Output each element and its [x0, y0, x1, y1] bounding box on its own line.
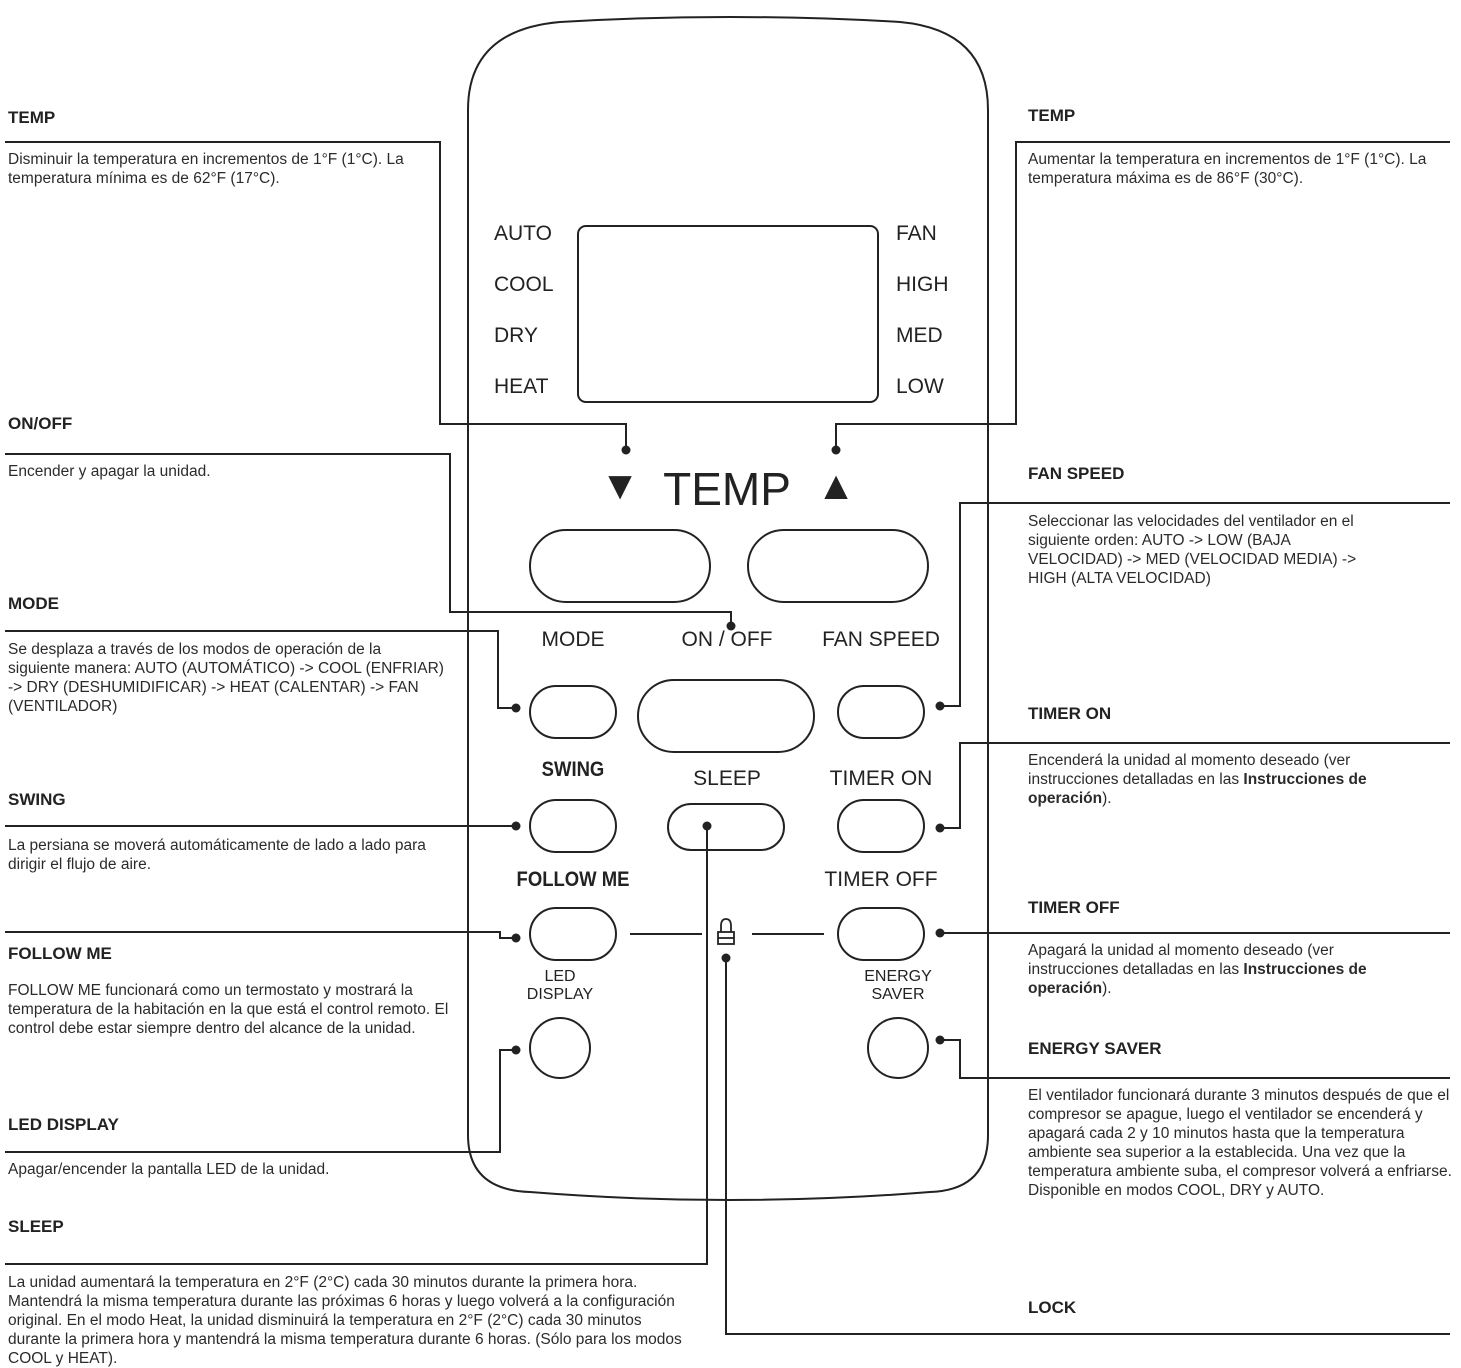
fan-list-high: HIGH	[896, 273, 949, 296]
annotation-fan-speed-title: FAN SPEED	[1028, 464, 1125, 483]
annotation-swing-desc: La persiana se moverá automáticamente de…	[8, 837, 426, 873]
energy-saver-label: ENERGY SAVER	[864, 968, 932, 1003]
mode-list-heat: HEAT	[494, 375, 549, 398]
annotation-lock-title: LOCK	[1028, 1298, 1077, 1317]
annotation-energy-saver-title: ENERGY SAVER	[1028, 1039, 1162, 1058]
annotation-timer-on-desc: Encenderá la unidad al momento deseado (…	[1028, 752, 1367, 807]
annotation-sleep-desc: La unidad aumentará la temperatura en 2°…	[8, 1274, 682, 1367]
led-display-button[interactable]	[530, 1018, 590, 1078]
leader-temp-down	[5, 141, 627, 446]
temp-up-button[interactable]	[748, 530, 928, 602]
sleep-label: SLEEP	[693, 767, 761, 790]
annotation-temp-down-title: TEMP	[8, 108, 56, 127]
mode-label: MODE	[541, 628, 605, 651]
annotation-onoff-desc: Encender y apagar la unidad.	[8, 463, 211, 480]
sleep-button[interactable]	[668, 804, 784, 850]
onoff-button-shape	[637, 679, 815, 753]
annotation-timer-off-desc: Apagará la unidad al momento deseado (ve…	[1028, 942, 1367, 997]
annotation-mode-title: MODE	[8, 594, 59, 613]
fan-speed-button-shape	[837, 685, 925, 739]
mode-list-dry: DRY	[494, 324, 538, 347]
leader-dots	[511, 445, 945, 1055]
timer-on-button[interactable]	[838, 800, 924, 852]
leader-led-display	[5, 1049, 516, 1153]
timer-on-button-shape	[837, 799, 925, 853]
led-display-label: LED DISPLAY	[526, 968, 594, 1003]
fan-list-med: MED	[896, 324, 943, 347]
annotation-temp-up-title: TEMP	[1028, 106, 1076, 125]
mode-button-shape	[529, 685, 617, 739]
leader-mode	[5, 630, 516, 709]
annotation-follow-me-desc: FOLLOW ME funcionará como un termostato …	[8, 982, 449, 1037]
annotation-follow-me-title: FOLLOW ME	[8, 944, 112, 963]
leader-onoff	[5, 453, 732, 624]
timer-on-label: TIMER ON	[829, 767, 933, 790]
leader-temp-up	[835, 141, 1450, 446]
fan-list-low: LOW	[896, 375, 944, 398]
sleep-button-shape	[667, 803, 785, 851]
timer-off-button[interactable]	[838, 908, 924, 960]
leader-follow-me	[5, 931, 516, 939]
annotation-temp-up-desc: Aumentar la temperatura en incrementos d…	[1028, 151, 1427, 187]
leader-sleep	[5, 826, 708, 1265]
leader-energy-saver	[940, 1039, 1450, 1079]
temp-down-arrow-icon: ▼	[600, 464, 640, 508]
mode-list-cool: COOL	[494, 273, 554, 296]
fan-speed-label: FAN SPEED	[822, 628, 940, 651]
mode-list-auto: AUTO	[494, 222, 552, 245]
annotation-fan-speed-desc: Seleccionar las velocidades del ventilad…	[1028, 513, 1357, 587]
temp-down-button[interactable]	[530, 530, 710, 602]
annotation-mode-desc: Se desplaza a través de los modos de ope…	[8, 641, 444, 715]
leader-timer-on	[940, 742, 1450, 829]
annotation-temp-down-desc: Disminuir la temperatura en incrementos …	[8, 151, 404, 187]
fan-list-fan: FAN	[896, 222, 937, 245]
energy-saver-button-shape	[867, 1017, 929, 1079]
padlock-icon	[717, 918, 735, 945]
temp-down-button-shape	[529, 529, 711, 603]
annotation-led-display-title: LED DISPLAY	[8, 1115, 119, 1134]
temp-up-button-shape	[747, 529, 929, 603]
annotation-timer-off-title: TIMER OFF	[1028, 898, 1120, 917]
energy-saver-button[interactable]	[868, 1018, 928, 1078]
fan-speed-button[interactable]	[838, 686, 924, 738]
temp-up-arrow-icon: ▲	[816, 464, 856, 508]
leader-lock	[725, 958, 1450, 1335]
annotation-led-display-desc: Apagar/encender la pantalla LED de la un…	[8, 1161, 330, 1178]
led-display-button-shape	[529, 1017, 591, 1079]
swing-button-shape	[529, 799, 617, 853]
swing-button[interactable]	[530, 800, 616, 852]
timer-off-label: TIMER OFF	[824, 868, 938, 891]
onoff-label: ON / OFF	[681, 628, 773, 651]
annotation-energy-saver-desc: El ventilador funcionará durante 3 minut…	[1028, 1087, 1452, 1199]
mode-button[interactable]	[530, 686, 616, 738]
annotation-timer-on-title: TIMER ON	[1028, 704, 1112, 723]
follow-me-button[interactable]	[530, 908, 616, 960]
onoff-button[interactable]	[638, 680, 814, 752]
follow-me-label: FOLLOW ME	[516, 868, 630, 891]
annotation-sleep-title: SLEEP	[8, 1217, 64, 1236]
temp-label: TEMP	[663, 463, 791, 515]
timer-off-button-shape	[837, 907, 925, 961]
remote-body	[467, 16, 989, 1201]
swing-label: SWING	[541, 758, 605, 781]
leader-fan-speed	[940, 502, 1450, 707]
annotation-onoff-title: ON/OFF	[8, 414, 73, 433]
follow-me-button-shape	[529, 907, 617, 961]
annotation-swing-title: SWING	[8, 790, 66, 809]
display-screen	[577, 225, 879, 403]
